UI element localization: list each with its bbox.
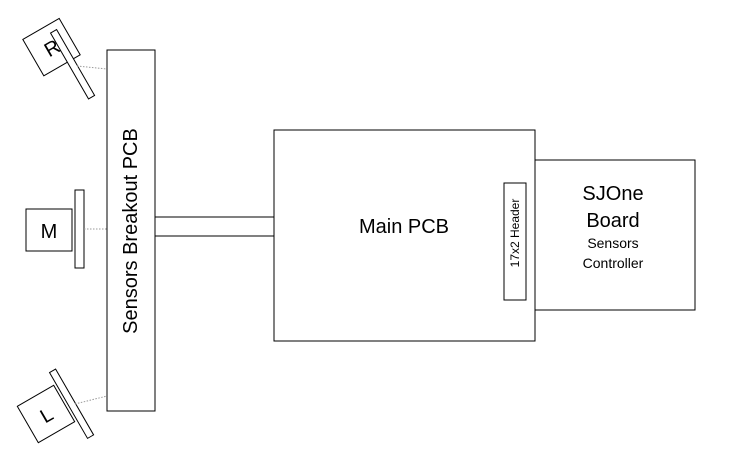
sensor-m-mount [74, 189, 85, 269]
sensor-l-wire [74, 395, 108, 405]
main-pcb-label: Main PCB [359, 216, 449, 238]
sjone-line-3: Sensors [587, 235, 638, 251]
sjone-line-4: Controller [583, 255, 644, 271]
sjone-line-2: Board [586, 210, 639, 232]
sensor-m-body [25, 208, 73, 252]
sensor-m-label: M [41, 221, 58, 243]
sensor-l-mount [48, 368, 95, 440]
sjone-line-1: SJOne [582, 183, 643, 205]
header-connector [503, 182, 527, 301]
sensor-m: M [25, 208, 73, 252]
breakout-pcb [106, 49, 156, 412]
sensor-r-body [22, 17, 81, 77]
sensor-r-wire [76, 65, 108, 70]
header-label: 17x2 Header [508, 199, 522, 268]
sensor-r-mount [49, 28, 96, 100]
breakout-pcb-label: Sensors Breakout PCB [120, 128, 142, 334]
sensor-l-body [16, 384, 76, 444]
sensor-l: L [16, 384, 76, 444]
sjone-board [534, 159, 696, 311]
